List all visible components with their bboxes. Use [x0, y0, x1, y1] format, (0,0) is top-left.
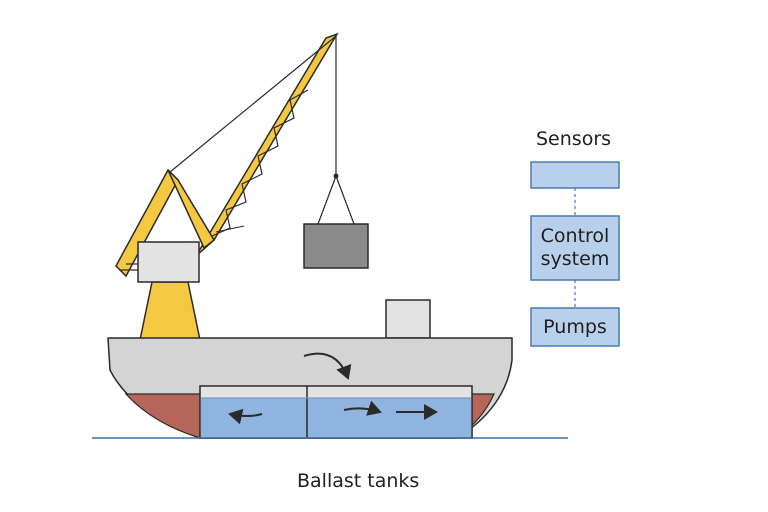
pumps-label: Pumps	[543, 315, 607, 338]
flow-arrow-right-1	[343, 400, 382, 416]
crane-cabin	[137, 241, 200, 283]
control-system-box	[530, 215, 620, 281]
pumps-box	[530, 307, 620, 347]
suspended-load	[303, 223, 369, 269]
crane-arm	[115, 168, 215, 278]
control-system-label-line2: system	[540, 248, 610, 270]
control-system-label-line1: Control	[540, 225, 610, 247]
hoist-cable	[317, 36, 355, 225]
flow-arrows	[228, 352, 438, 425]
transfer-arrow	[303, 352, 352, 380]
ballast-tank-left	[201, 398, 307, 437]
boom-stay-cable	[169, 35, 337, 173]
ballast-tanks-label: Ballast tanks	[297, 470, 420, 492]
ballast-tank-right	[307, 398, 471, 437]
sensors-box	[530, 161, 620, 189]
flow-arrow-left	[228, 408, 263, 425]
sensors-label: Sensors	[536, 128, 612, 150]
crane-boom	[195, 32, 339, 257]
control-system-label: Control system	[531, 216, 619, 280]
deck-house	[385, 299, 431, 339]
crane-pedestal	[139, 281, 201, 341]
hull-bottom-left	[124, 393, 201, 439]
